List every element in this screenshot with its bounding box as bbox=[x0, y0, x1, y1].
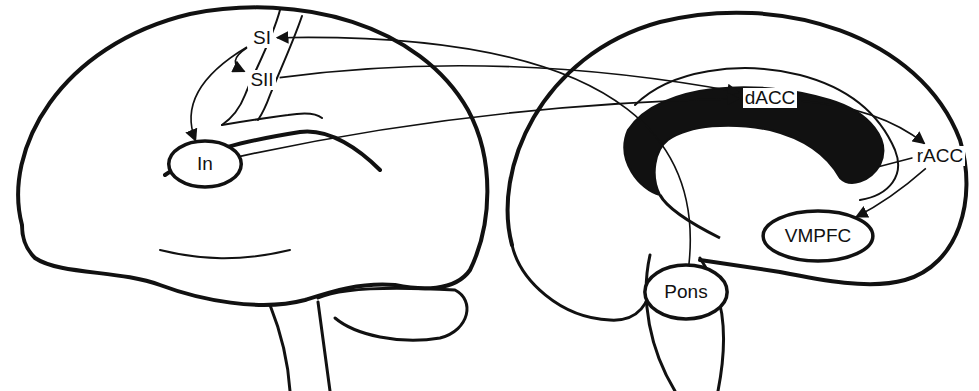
region-label-box: SII bbox=[244, 68, 279, 93]
region-label-box: dACC bbox=[739, 86, 802, 111]
region-name: SI bbox=[251, 28, 273, 49]
insula-ellipse: In bbox=[168, 140, 242, 188]
region-name: In bbox=[197, 154, 213, 175]
pathway-arrow bbox=[280, 66, 739, 92]
vmpfc-ellipse: VMPFC bbox=[762, 210, 874, 262]
region-label-box: SI bbox=[247, 26, 277, 51]
pathway-arrow bbox=[856, 168, 926, 217]
pons-ellipse: Pons bbox=[644, 264, 728, 320]
pathway-arrow bbox=[240, 99, 739, 157]
region-name: dACC bbox=[743, 88, 798, 109]
region-name: SII bbox=[248, 70, 275, 91]
region-name: Pons bbox=[664, 282, 707, 303]
pathway-arrow bbox=[801, 101, 924, 144]
region-name: rACC bbox=[915, 146, 965, 167]
region-name: VMPFC bbox=[785, 226, 852, 247]
region-label-box: rACC bbox=[911, 144, 969, 169]
pathway-arrow bbox=[191, 47, 247, 141]
